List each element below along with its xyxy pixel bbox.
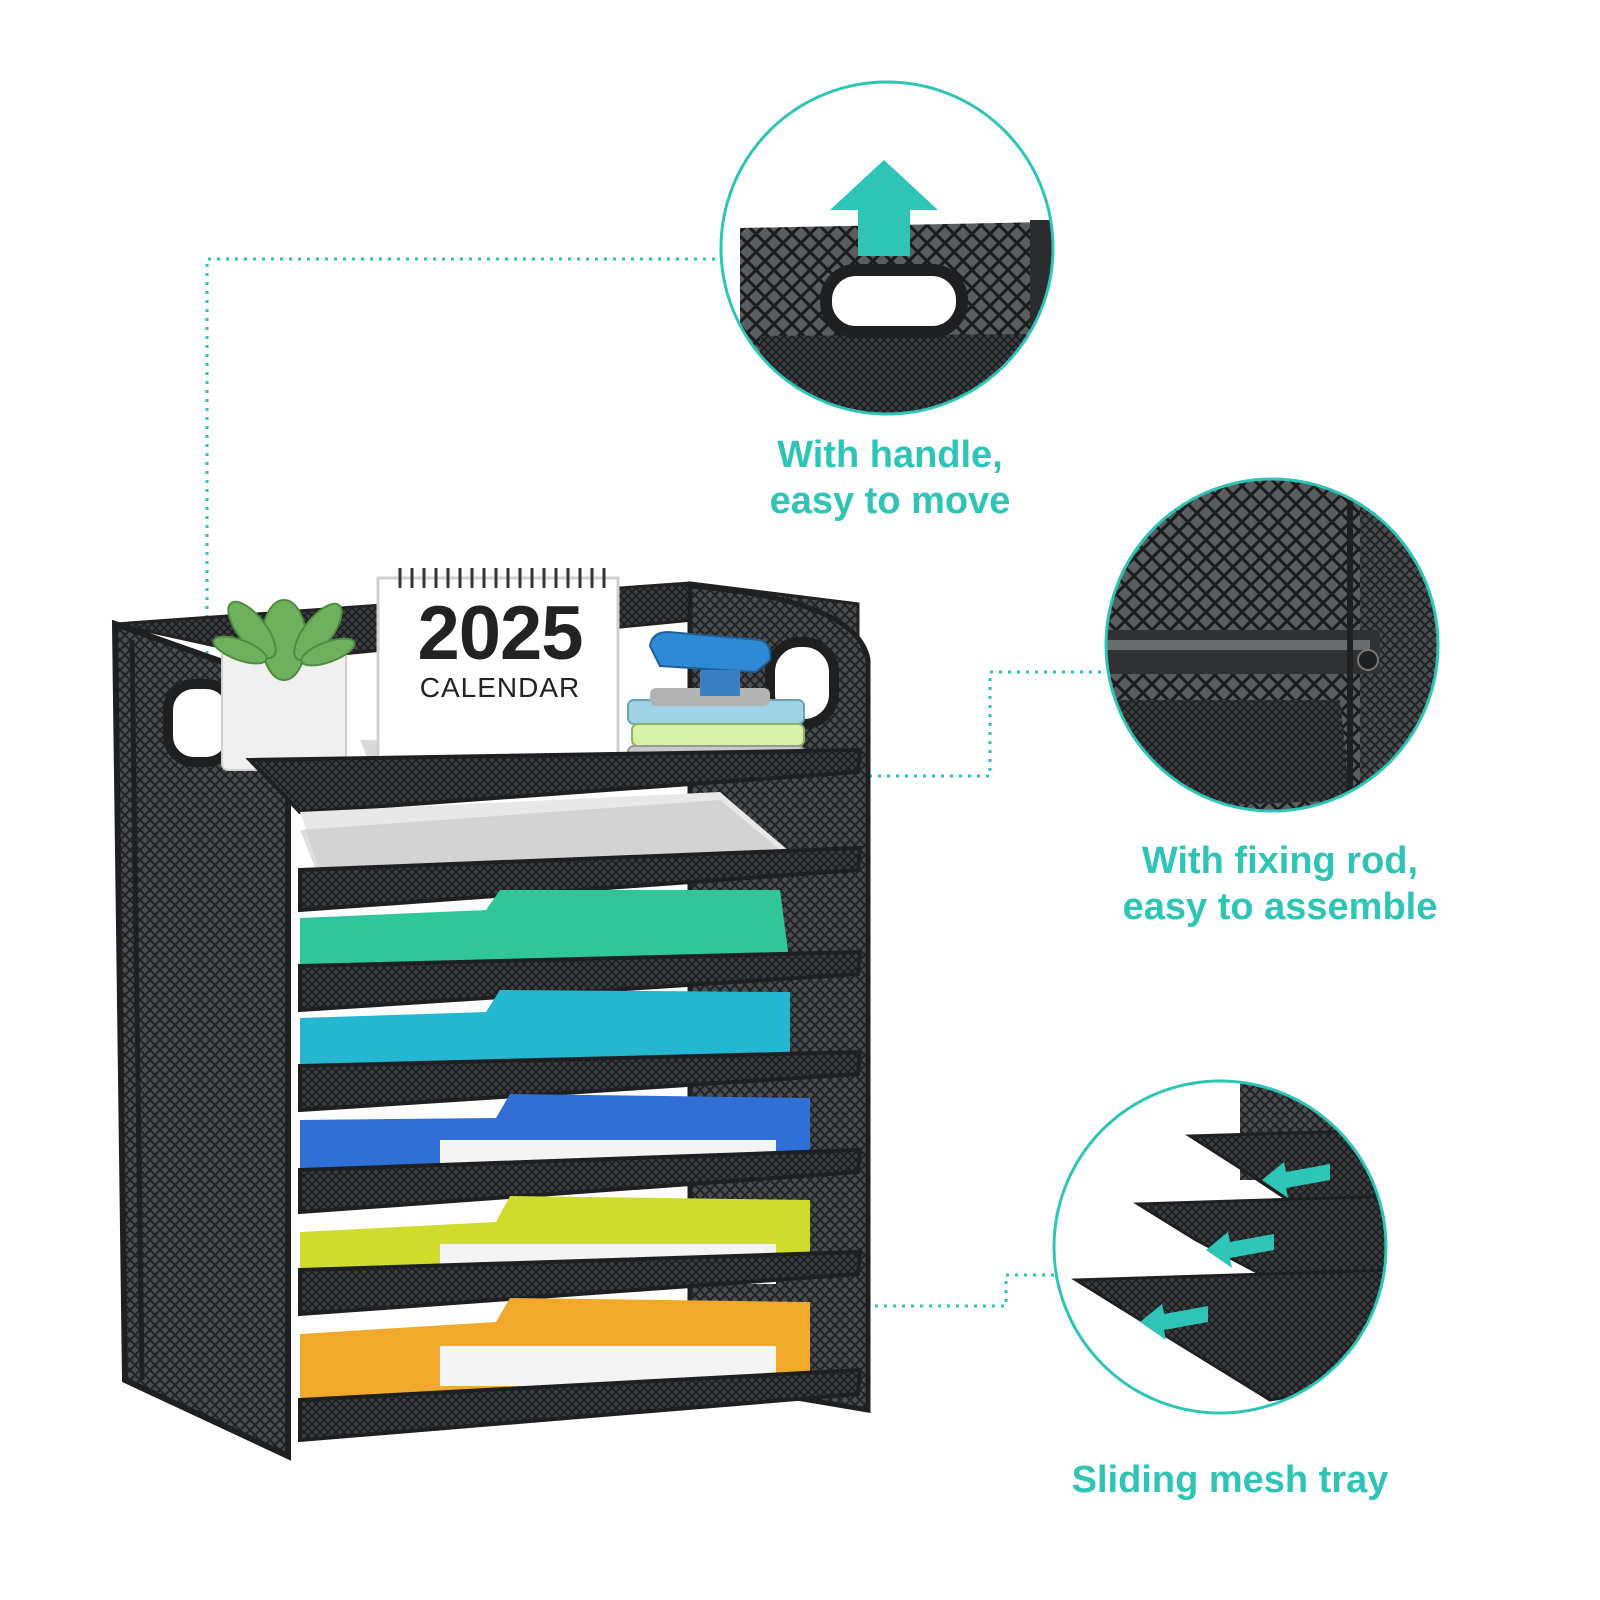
detail-circle-tray: [1052, 1079, 1388, 1415]
callout-rod-line-2: easy to assemble: [1122, 886, 1438, 928]
callout-fixing-rod: With fixing rod, easy to assemble: [1100, 838, 1460, 930]
callout-handle: With handle, easy to move: [720, 432, 1060, 524]
stapler: [648, 630, 772, 706]
calendar-year: 2025: [417, 591, 583, 676]
detail-circle-handle: [719, 80, 1055, 416]
detail-circle-rod: [1104, 477, 1440, 813]
calendar-label: CALENDAR: [419, 672, 581, 703]
top-shelf-items: [212, 568, 805, 771]
up-arrow-icon: [830, 160, 938, 256]
trays: [245, 747, 863, 1443]
left-arrow-icon: [1140, 1162, 1330, 1340]
callout-sliding-tray: Sliding mesh tray: [1050, 1457, 1410, 1503]
callout-handle-line-2: easy to move: [769, 480, 1011, 522]
callout-rod-line-1: With fixing rod,: [1141, 840, 1419, 882]
callout-handle-line-1: With handle,: [777, 434, 1003, 476]
connector-lines: [205, 257, 1108, 1308]
callout-tray-line-1: Sliding mesh tray: [1071, 1459, 1389, 1501]
succulent-plant: [212, 599, 356, 681]
